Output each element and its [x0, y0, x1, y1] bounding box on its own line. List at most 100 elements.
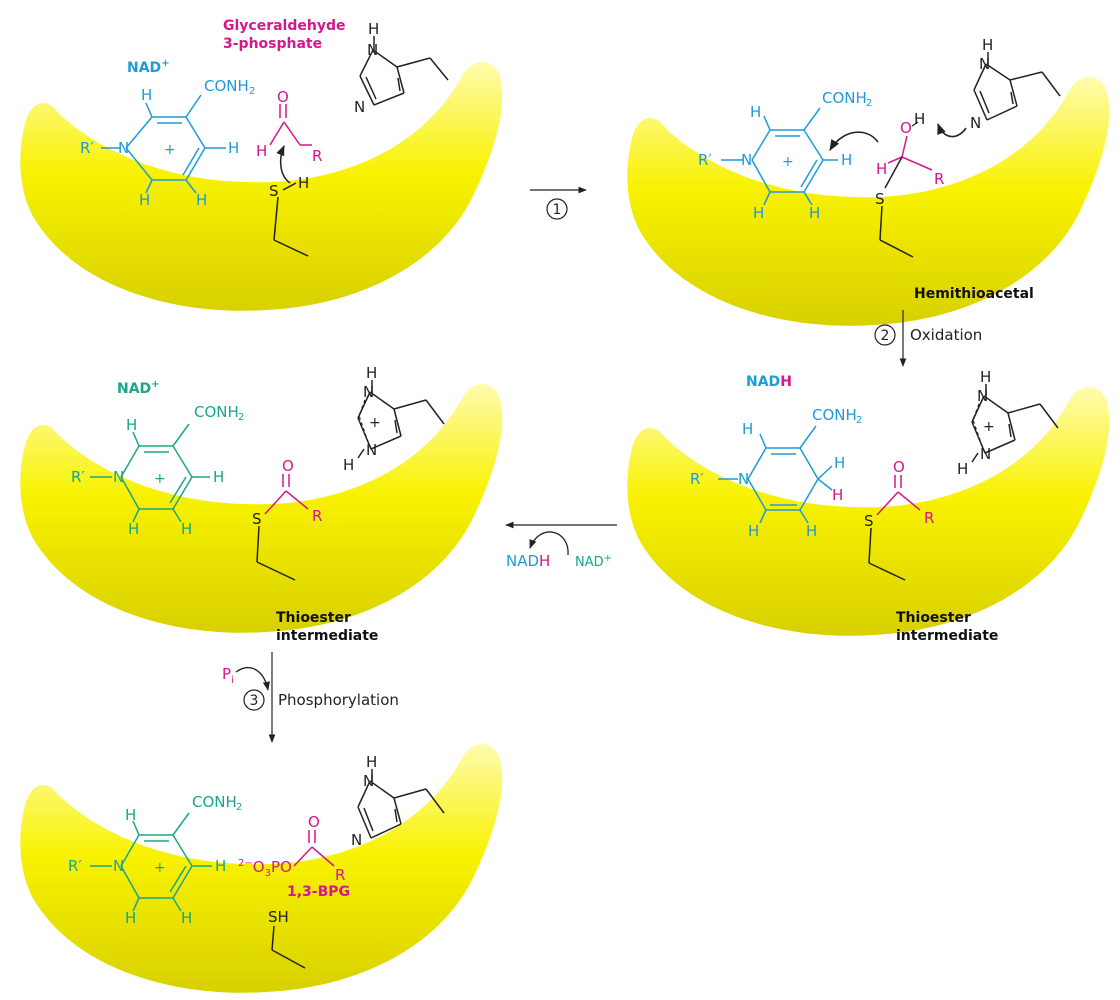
thioester-o-3: O	[893, 458, 905, 476]
step-2-number: 2	[881, 328, 890, 344]
enzyme-4	[20, 383, 503, 633]
svg-text:H: H	[228, 139, 239, 157]
step-1-number: 1	[553, 202, 562, 218]
svg-text:H: H	[128, 520, 139, 538]
svg-text:R′: R′	[698, 151, 712, 169]
svg-text:2: 2	[856, 415, 862, 426]
hemithioacetal-label: Hemithioacetal	[914, 286, 1034, 302]
svg-text:R: R	[312, 147, 322, 165]
his-h-2: H	[982, 36, 993, 54]
svg-text:R′: R′	[68, 857, 82, 875]
his-n2-1: N	[354, 98, 365, 116]
nicotinamide-ring-2	[721, 107, 838, 206]
thioester-3	[876, 475, 921, 516]
g3p-label-line1: Glyceraldehyde	[223, 18, 346, 34]
step-2-circle	[874, 324, 896, 346]
his-n1-1: N	[367, 41, 378, 59]
svg-text:2: 2	[866, 98, 872, 109]
his-n2-5: N	[351, 831, 362, 849]
svg-text:H: H	[750, 103, 761, 121]
aldehyde-1	[269, 104, 312, 146]
svg-text:H: H	[215, 857, 226, 875]
thioester-4	[264, 474, 309, 515]
histidine-2	[973, 52, 1061, 121]
svg-text:CONH: CONH	[822, 89, 867, 107]
thioester-r-3: R	[924, 509, 934, 527]
hydride-arrow	[829, 131, 879, 151]
step-1-circle	[546, 198, 568, 220]
svg-text:H: H	[806, 522, 817, 540]
histidine-3	[971, 384, 1059, 463]
nad-exchange-curve	[529, 531, 569, 556]
svg-text:H: H	[139, 191, 150, 209]
step-3-circle	[243, 689, 265, 711]
svg-text:CONH: CONH	[192, 793, 237, 811]
svg-text:H: H	[809, 204, 820, 222]
svg-text:N: N	[113, 857, 124, 875]
svg-text:N: N	[738, 470, 749, 488]
cysteine-1	[273, 182, 309, 257]
cys-s-1: S	[269, 182, 279, 200]
his-h-1: H	[368, 20, 379, 38]
his-n1-2: N	[979, 55, 990, 73]
svg-text:H: H	[834, 454, 845, 472]
step-3-number: 3	[250, 693, 259, 709]
nicotinamide-ring-3	[718, 425, 833, 524]
cysteine-4	[256, 525, 296, 581]
cysteine-2	[879, 156, 914, 258]
cys-s-2: S	[875, 190, 885, 208]
cysteine-5	[271, 925, 306, 969]
svg-text:N: N	[741, 151, 752, 169]
cys-sh-5: SH	[268, 908, 289, 926]
his-n1-4: N	[363, 383, 374, 401]
cysteine-3	[868, 527, 906, 581]
svg-text:N: N	[113, 468, 124, 486]
svg-text:R: R	[335, 866, 345, 884]
phosphorylation-label: Phosphorylation	[278, 691, 399, 709]
nicotinamide-ring-4	[90, 423, 210, 523]
svg-text:2: 2	[236, 802, 242, 813]
thioester-label-left-1: Thioester	[276, 610, 351, 626]
nicotinamide-ring-5	[90, 812, 212, 912]
nadh-label: NADH	[746, 374, 792, 390]
his-n2-2: N	[970, 114, 981, 132]
exchange-nad-label: NAD+	[575, 553, 612, 570]
hemi-h: H	[876, 160, 887, 178]
aldehyde-atoms-1: O H R	[256, 88, 322, 165]
svg-text:H: H	[126, 416, 137, 434]
cys-s-4: S	[252, 510, 262, 528]
svg-text:+: +	[154, 860, 166, 876]
histidine-5	[357, 769, 445, 839]
hemi-r: R	[934, 170, 944, 188]
his-h2-4: H	[343, 456, 354, 474]
his-n2-3: N	[980, 445, 991, 463]
svg-text:2: 2	[249, 86, 255, 97]
thioester-r-4: R	[312, 507, 322, 525]
svg-text:H: H	[125, 909, 136, 927]
hydride-h: H	[832, 486, 843, 504]
attack-arrow-1	[276, 145, 291, 184]
svg-text:CONH: CONH	[194, 403, 239, 421]
thioester-label-right-1: Thioester	[896, 610, 971, 626]
histidine-1	[359, 36, 449, 106]
his-n2-4: N	[366, 441, 377, 459]
pi-curve-arrow	[235, 667, 270, 691]
svg-text:H: H	[748, 522, 759, 540]
cys-h-1: H	[298, 174, 309, 192]
svg-text:+: +	[164, 142, 176, 158]
svg-text:H: H	[256, 142, 267, 160]
svg-text:H: H	[841, 151, 852, 169]
thioester-label-left-2: intermediate	[276, 628, 378, 644]
his-h-4: H	[366, 364, 377, 382]
svg-text:H: H	[181, 520, 192, 538]
his-h-5: H	[366, 753, 377, 771]
oxidation-label: Oxidation	[910, 326, 982, 344]
svg-text:CONH: CONH	[204, 77, 249, 95]
his-plus-3: +	[983, 419, 995, 435]
panel-4	[20, 383, 503, 633]
